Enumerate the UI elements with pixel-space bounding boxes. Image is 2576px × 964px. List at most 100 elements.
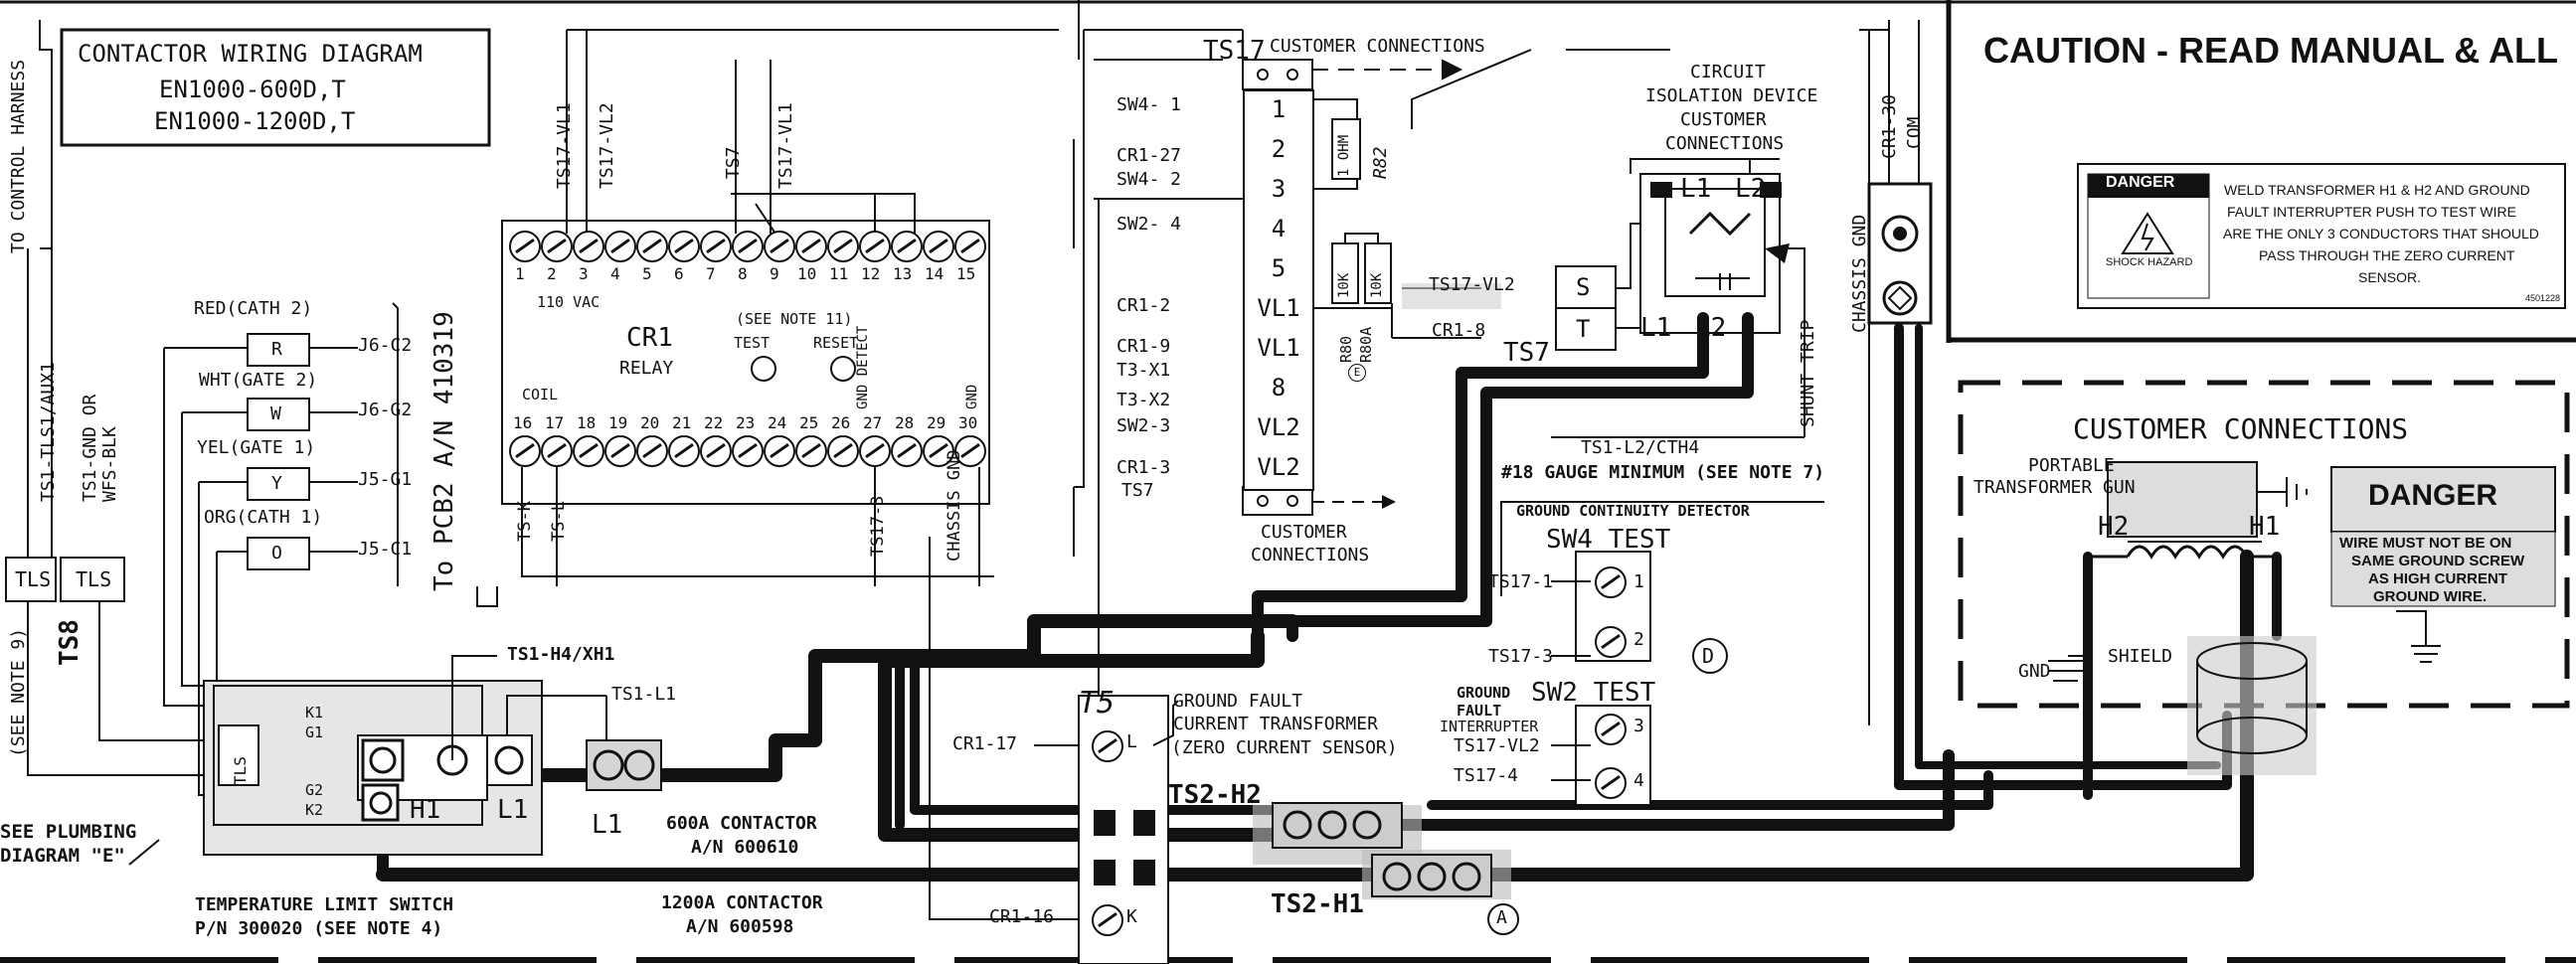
relay-term-29: 29	[927, 413, 946, 432]
relay-wire-chassis-gnd: CHASSIS GND	[945, 449, 964, 562]
caution-warning-3: ARE THE ONLY 3 CONDUCTORS THAT SHOULD	[2223, 226, 2539, 241]
ts1-h4-label: TS1-H4/XH1	[507, 644, 615, 665]
ts17-wire-ts7: TS7	[1121, 480, 1154, 501]
relay-test-button[interactable]	[751, 356, 776, 382]
relay-term-3: 3	[579, 264, 589, 283]
cid-line1: CIRCUIT	[1690, 62, 1766, 82]
relay-term-10: 10	[797, 264, 817, 283]
sw4-wire-2: TS17-3	[1488, 646, 1554, 667]
cid-l1-bottom: L1	[1640, 313, 1672, 343]
diagram-model-1: EN1000-600D,T	[159, 76, 346, 103]
sw2-wire-2: TS17-4	[1454, 765, 1519, 786]
relay-term-28: 28	[895, 413, 915, 432]
temp-switch-line2: P/N 300020 (SEE NOTE 4)	[195, 918, 443, 939]
ts1-l1-label: TS1-L1	[611, 684, 677, 705]
shunt-trip-label: SHUNT TRIP	[1798, 319, 1818, 427]
relay-wire-ts17-vl2: TS17-VL2	[597, 102, 617, 189]
customer-warning-2: SAME GROUND SCREW	[2351, 553, 2525, 569]
cid-line3: CUSTOMER	[1680, 109, 1767, 130]
lug-l1-label: L1	[592, 810, 623, 840]
relay-bottom-numbers: 16 17 18 19 20 21 22 23 24 25 26 27 28 2…	[509, 413, 986, 435]
caution-shock-hazard: SHOCK HAZARD	[2106, 256, 2193, 268]
relay-term-19: 19	[608, 413, 628, 432]
relay-term-15: 15	[956, 264, 976, 283]
r80-label: R80	[1337, 335, 1355, 363]
relay-screw-24	[764, 435, 795, 467]
customer-warning-3: AS HIGH CURRENT	[2368, 570, 2508, 587]
relay-wire-ts17-vl1-b: TS17-VL1	[775, 102, 796, 189]
relay-reset-label: RESET	[813, 334, 859, 352]
cid-line4: CONNECTIONS	[1665, 133, 1785, 154]
transformer-h2: H2	[2098, 512, 2130, 542]
sw2-wire-1: TS17-VL2	[1454, 735, 1540, 756]
ts1-gnd-label: TS1-GND OR	[80, 394, 100, 502]
relay-screw-5	[636, 231, 668, 262]
tls-label-1: TLS	[15, 567, 52, 591]
ts17-wire-t3-x1: T3-X1	[1116, 360, 1171, 381]
sw4-wire-1: TS17-1	[1488, 571, 1554, 592]
customer-shield-label: SHIELD	[2108, 646, 2173, 667]
relay-screw-2	[541, 231, 573, 262]
relay-screw-15	[954, 231, 986, 262]
relay-bottom-screws	[509, 435, 986, 469]
gauge-note: #18 GAUGE MINIMUM (SEE NOTE 7)	[1501, 462, 1825, 483]
see-note9-label: (SEE NOTE 9)	[8, 627, 29, 757]
ts8-label: TS8	[55, 619, 85, 666]
relay-screw-3	[573, 231, 604, 262]
temp-switch-line1: TEMPERATURE LIMIT SWITCH	[195, 894, 454, 915]
relay-reset-button[interactable]	[830, 356, 856, 382]
ts17-wire-cr1-3: CR1-3	[1116, 457, 1171, 478]
r82-label: R82	[1370, 146, 1391, 179]
caution-danger-tag: DANGER	[2106, 174, 2175, 191]
ts17-term-vl2-a: VL2	[1257, 413, 1300, 441]
relay-screw-11	[827, 231, 859, 262]
relay-term-20: 20	[640, 413, 660, 432]
r80-value: 10K	[1336, 272, 1352, 298]
relay-term-27: 27	[863, 413, 883, 432]
ts7-t-terminal: T	[1576, 315, 1591, 343]
relay-screw-29	[923, 435, 954, 467]
to-control-harness-label: TO CONTROL HARNESS	[8, 59, 29, 253]
ct-l-label: L	[1126, 731, 1137, 752]
relay-screw-20	[636, 435, 668, 467]
ts1-tls1-label: TS1-TLS1/AUX1	[38, 362, 59, 502]
relay-term-11: 11	[829, 264, 849, 283]
tls-label-2: TLS	[76, 567, 112, 591]
contactor-k2: K2	[305, 801, 324, 819]
relay-term-9: 9	[770, 264, 779, 283]
relay-term-4: 4	[610, 264, 620, 283]
relay-screw-7	[700, 231, 732, 262]
sw2-title: SW2 TEST	[1531, 678, 1656, 708]
gfi-label-3: INTERRUPTER	[1440, 718, 1539, 735]
relay-screw-28	[891, 435, 923, 467]
relay-term-5: 5	[642, 264, 652, 283]
relay-term-23: 23	[736, 413, 756, 432]
see-plumbing-line2: DIAGRAM "E"	[0, 845, 125, 867]
note-e-marker: E	[1348, 364, 1366, 382]
relay-term-30: 30	[958, 413, 978, 432]
relay-screw-6	[668, 231, 700, 262]
relay-screw-14	[923, 231, 954, 262]
relay-term-2: 2	[547, 264, 557, 283]
gate-yel-label: YEL(GATE 1)	[197, 437, 316, 458]
relay-screw-17	[541, 435, 573, 467]
gate-org-label: ORG(CATH 1)	[204, 507, 323, 528]
pcb-label: To PCB2 A/N 410319	[429, 311, 459, 591]
ts7-wire-t: CR1-8	[1432, 320, 1486, 341]
contactor-l1: L1	[497, 795, 529, 825]
relay-screw-1	[509, 231, 541, 262]
gate-yel-connector: Y	[247, 467, 310, 501]
chassis-gnd-label: CHASSIS GND	[1849, 214, 1870, 333]
relay-screw-12	[859, 231, 891, 262]
relay-screw-16	[509, 435, 541, 467]
r82-value: 1 OHM	[1336, 134, 1352, 177]
ct-line2: CURRENT TRANSFORMER	[1173, 714, 1378, 734]
contactor-1200-line1: 1200A CONTACTOR	[661, 892, 823, 913]
relay-wire-ts-l: TS-L	[549, 501, 569, 542]
ts17-wire-sw2-4: SW2- 4	[1116, 214, 1182, 235]
relay-type: RELAY	[619, 358, 674, 379]
gfi-label-1: GROUND	[1457, 684, 1511, 702]
cid-l2-top: L2	[1735, 174, 1767, 204]
contactor-600-line1: 600A CONTACTOR	[666, 813, 817, 834]
